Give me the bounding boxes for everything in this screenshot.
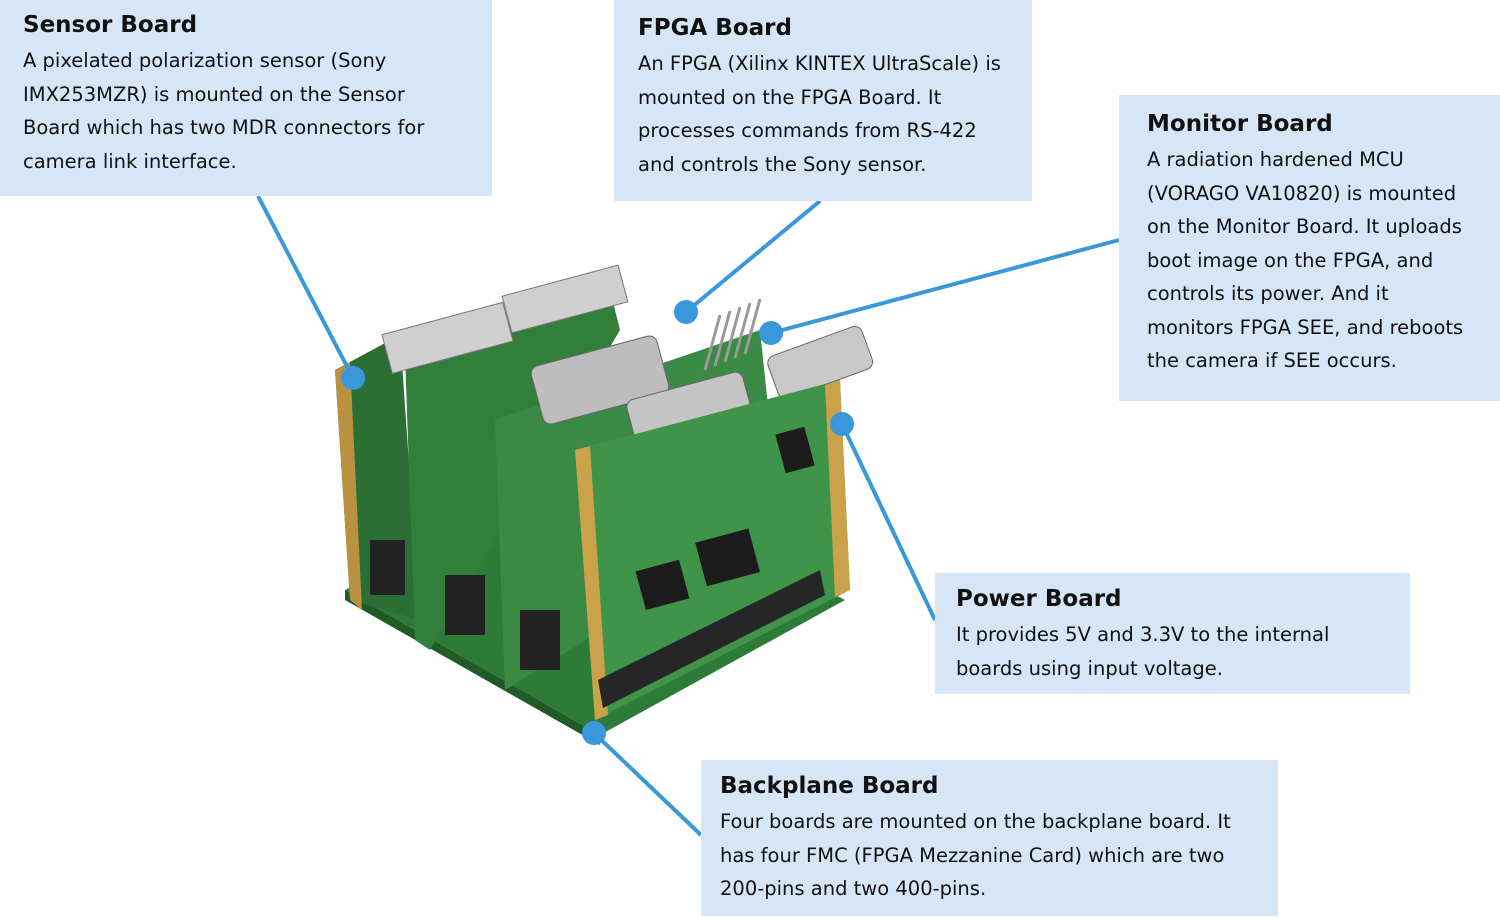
sensor-board-gold-edge bbox=[335, 362, 362, 610]
monitor-board-line-6: monitors FPGA SEE, and reboots bbox=[1147, 315, 1464, 339]
db-connector-1 bbox=[530, 335, 670, 425]
fpga-board-title: FPGA Board bbox=[638, 15, 792, 41]
monitor-board-line-5: controls its power. And it bbox=[1147, 282, 1389, 305]
power-board-gold-edge-right bbox=[825, 380, 850, 597]
chip-3 bbox=[775, 426, 815, 474]
monitor-leader-line bbox=[770, 238, 1120, 335]
sensor-board-line-1: A pixelated polarization sensor (Sony bbox=[23, 49, 387, 72]
backplane-leader-line bbox=[592, 731, 703, 837]
monitor-board-title: Monitor Board bbox=[1147, 111, 1333, 137]
fpga-leader-line bbox=[684, 199, 822, 314]
sensor-board-callout: Sensor Board A pixelated polarization se… bbox=[0, 0, 492, 196]
sensor-marker-dot bbox=[341, 366, 365, 390]
monitor-board-line-3: on the Monitor Board. It uploads bbox=[1147, 215, 1462, 238]
mdr-connector-right bbox=[501, 264, 629, 334]
backplane-board-callout: Backplane Board Four boards are mounted … bbox=[701, 760, 1278, 916]
monitor-board-line-1: A radiation hardened MCU bbox=[1147, 148, 1404, 171]
monitor-board-line-2: (VORAGO VA10820) is mounted bbox=[1147, 181, 1457, 205]
monitor-board-line-4: boot image on the FPGA, and bbox=[1147, 248, 1434, 272]
power-board-callout: Power Board It provides 5V and 3.3V to t… bbox=[935, 573, 1410, 694]
sensor-board-line-4: camera link interface. bbox=[23, 149, 237, 173]
fpga-marker-dot bbox=[674, 300, 698, 324]
sensor-board-title: Sensor Board bbox=[23, 12, 198, 38]
backplane-board-line-1: Four boards are mounted on the backplane… bbox=[720, 810, 1231, 833]
monitor-marker-dot bbox=[759, 321, 783, 345]
power-board-line-2: boards using input voltage. bbox=[956, 656, 1223, 680]
fmc-connector bbox=[598, 570, 825, 708]
monitor-board-callout: Monitor Board A radiation hardened MCU (… bbox=[1119, 95, 1500, 401]
backplane-board-title: Backplane Board bbox=[720, 773, 939, 799]
backplane-marker-dot bbox=[582, 721, 606, 745]
fpga-board-line-4: and controls the Sony sensor. bbox=[638, 152, 927, 176]
rear-connector-3 bbox=[520, 610, 560, 670]
fpga-board-line-3: processes commands from RS-422 bbox=[638, 119, 977, 142]
power-board-title: Power Board bbox=[956, 586, 1122, 612]
monitor-board-line-7: the camera if SEE occurs. bbox=[1147, 349, 1397, 372]
backplane-board-line-3: 200-pins and two 400-pins. bbox=[720, 877, 987, 900]
header-pins bbox=[703, 298, 762, 371]
sensor-board-line-3: Board which has two MDR connectors for bbox=[23, 116, 425, 139]
fpga-board-line-2: mounted on the FPGA Board. It bbox=[638, 85, 942, 109]
fpga-board-line-1: An FPGA (Xilinx KINTEX UltraScale) is bbox=[638, 52, 1001, 75]
power-board-gold-edge-left bbox=[575, 446, 608, 720]
fpga-board-callout: FPGA Board An FPGA (Xilinx KINTEX UltraS… bbox=[614, 0, 1032, 201]
mdr-connector-left bbox=[381, 301, 514, 374]
power-board-line-1: It provides 5V and 3.3V to the internal bbox=[956, 623, 1330, 646]
sensor-leader-line bbox=[256, 195, 355, 379]
sensor-board-line-2: IMX253MZR) is mounted on the Sensor bbox=[23, 82, 405, 106]
backplane-board-edge bbox=[345, 590, 600, 745]
backplane-board-line-2: has four FMC (FPGA Mezzanine Card) which… bbox=[720, 843, 1225, 867]
rear-connector-2 bbox=[445, 575, 485, 635]
chip-2 bbox=[635, 559, 690, 611]
power-leader-line bbox=[840, 423, 937, 621]
chip-1 bbox=[695, 528, 760, 587]
rear-connector-1 bbox=[370, 540, 405, 595]
power-marker-dot bbox=[830, 412, 854, 436]
